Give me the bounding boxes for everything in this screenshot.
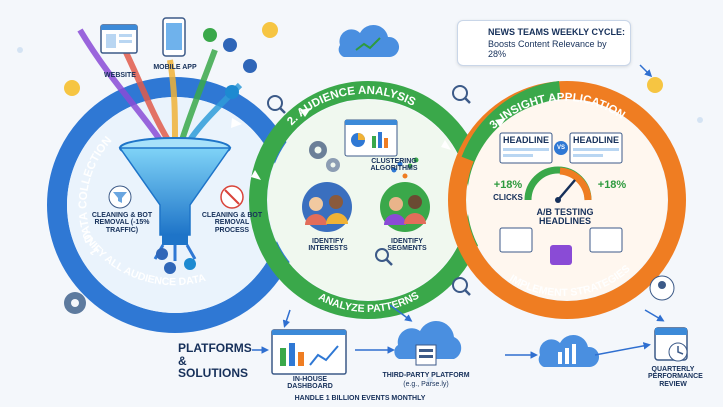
identify-interests-label: IDENTIFY INTERESTS [308,238,348,253]
quarterly-review-label: QUARTERLY PERFORMANCE REVIEW [648,366,703,388]
data-funnel [77,28,243,261]
interests-group-icon [302,182,352,232]
bottom-cloud-chart-icon [538,334,600,367]
lift-right-value: +18% [597,179,627,191]
cluster-scatter [391,157,419,179]
callout-body: Boosts Content Relevance by 28% [488,39,607,60]
insight-small-windows [499,227,623,265]
third-party-example: (e.g., Parse.ly) [403,381,449,388]
cleaning-right-label: CLEANING & BOT REMOVAL PROCESS [201,212,263,234]
gears-icon [309,141,340,172]
source-mobile-app-label: MOBILE APP [153,64,197,71]
cleaning-left-label: CLEANING & BOT REMOVAL (-15% TRAFFIC) [91,212,153,234]
no-bot-icon [220,185,244,209]
vs-label: VS [556,145,565,151]
ring-arrows [231,108,506,180]
inhouse-dashboard-label: IN-HOUSE DASHBOARD [287,376,333,391]
callout-title: NEWS TEAMS WEEKLY CYCLE: [488,27,626,37]
weekly-cycle-callout: NEWS TEAMS WEEKLY CYCLE: Boosts Content … [457,20,631,66]
third-party-label: THIRD-PARTY PLATFORM [382,372,470,379]
platforms-heading: PLATFORMS & SOLUTIONS [178,341,252,381]
clustering-label: CLUSTERING ALGORITHMS [370,158,418,173]
source-website-label: WEBSITE [104,72,136,79]
headline-a-label: HEADLINE [502,135,549,145]
analysis-chart-window [344,119,398,157]
vs-badge [554,141,568,155]
third-party-cloud-icon [394,321,462,366]
identify-segments-label: IDENTIFY SEGMENTS [387,238,427,253]
review-calendar-icon [654,327,688,362]
inhouse-dashboard-icon [271,329,347,375]
cloud-chart-icon [338,24,400,57]
segments-group-icon [380,182,430,232]
lift-left-value: +18% [493,179,523,191]
clicks-label: CLICKS [493,193,523,202]
settings-gear-icon [64,292,86,314]
social-icons [156,28,257,274]
filter-icon [108,185,132,209]
headline-b-label: HEADLINE [572,135,619,145]
connector-arrows [252,64,665,359]
search-icon [267,85,471,296]
magnifier-icon [375,248,393,266]
ab-testing-label: A/B TESTING HEADLINES [536,207,594,227]
headline-card-b [569,132,623,164]
background-decor [17,47,703,383]
events-capacity-label: HANDLE 1 BILLION EVENTS MONTHLY [294,395,426,402]
lightbulb-icons [64,22,663,96]
website-icon [100,24,138,54]
gauge-icon [524,166,592,203]
user-profile-icon [649,275,675,301]
headline-card-a [499,132,553,164]
mobile-app-icon [162,17,186,57]
